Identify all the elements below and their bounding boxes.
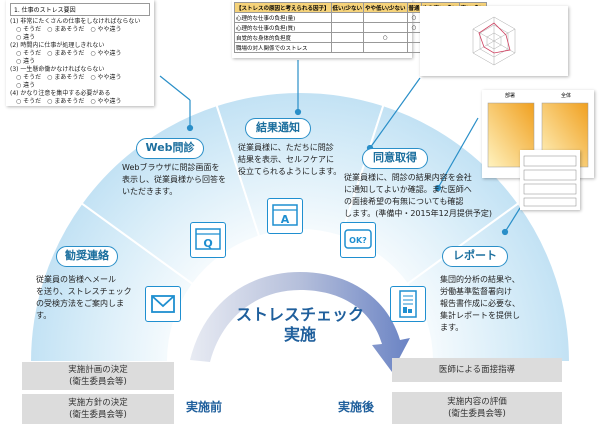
svg-text:Q: Q — [203, 237, 212, 250]
svg-text:OK?: OK? — [349, 236, 367, 245]
answer-screen-icon: A — [267, 198, 303, 234]
desc-result: 従業員様に、ただちに問診結果を表示、セルフケアに役立てられるようにします。 — [238, 143, 342, 176]
web-form-icon: Q — [190, 222, 226, 258]
title-consent: 同意取得 — [362, 148, 428, 169]
title-web: Web問診 — [136, 138, 204, 159]
desc-consent: 従業員様に、問診の結果内容を会社に通知してよいか確認。また医師への面接希望の有無… — [344, 173, 492, 218]
desc-kansho: 従業員の皆様へメールを送り、ストレスチェックの受検方法をご案内します。 — [36, 275, 132, 320]
report-doc-icon — [390, 286, 426, 322]
questionnaire-sample: 1. 仕事のストレス要因 (1) 非常にたくさんの仕事をしなければならない ○ … — [6, 0, 154, 106]
title-report: レポート — [442, 246, 508, 267]
title-result: 結果通知 — [245, 118, 311, 139]
after-bar-evaluation: 実施内容の評価 (衛生委員会等) — [392, 392, 562, 424]
after-bar-interview: 医師による面接指導 — [392, 358, 562, 382]
radar-chart-doc — [420, 6, 568, 76]
process-arrow — [190, 272, 410, 372]
title-kansho: 勧奨連絡 — [56, 246, 118, 267]
questionnaire-title: 1. 仕事のストレス要因 — [10, 3, 150, 16]
svg-text:A: A — [281, 213, 290, 226]
mail-icon — [145, 286, 181, 322]
before-bar-policy: 実施方針の決定 (衛生委員会等) — [22, 394, 174, 424]
before-label: 実施前 — [186, 400, 223, 414]
after-label: 実施後 — [338, 400, 375, 414]
report-table-doc — [520, 150, 580, 210]
ok-consent-icon: OK? — [340, 222, 376, 258]
before-bar-plan: 実施計画の決定 (衛生委員会等) — [22, 362, 174, 390]
center-title: ストレスチェック 実施 — [235, 305, 364, 344]
desc-web: Webブラウザに問診画面を表示し、従業員様から回答をいただきます。 — [122, 163, 226, 196]
stress-result-table: 【ストレスの原因と考えられる因子】 低い/少ないやや低い/少ない普通やや高い/多… — [232, 0, 487, 58]
desc-report: 集団的分析の結果や、労働基準監督署向け報告書作成に必要な、集計レポートを提供しま… — [440, 275, 520, 332]
